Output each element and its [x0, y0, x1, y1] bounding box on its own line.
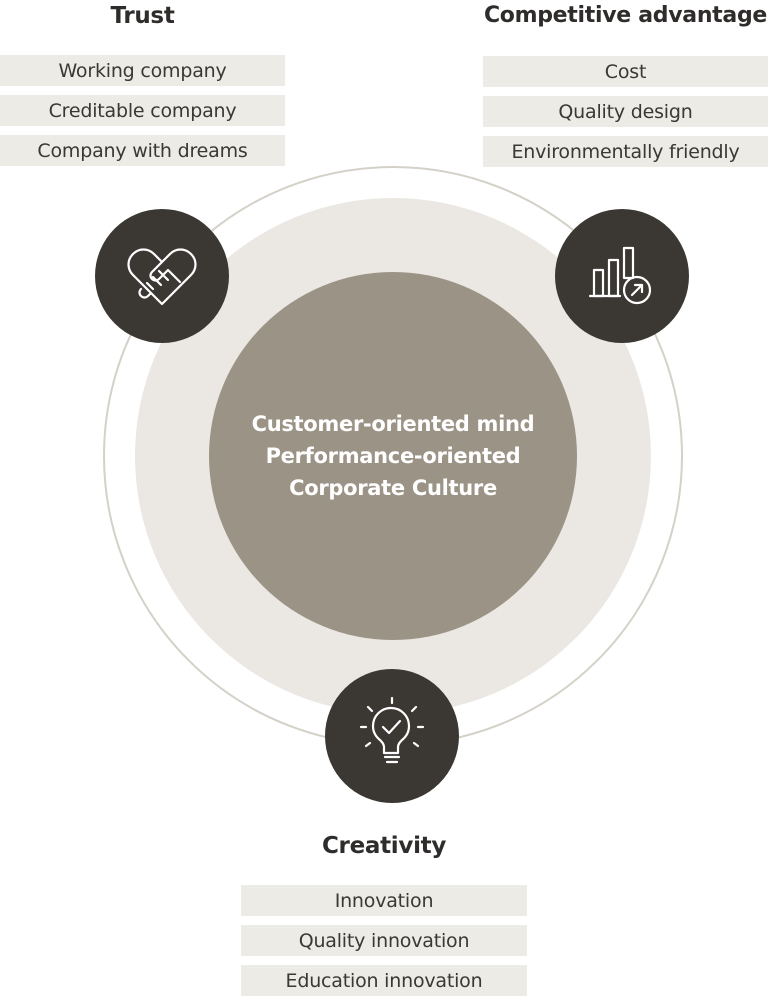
creativity-item: Quality innovation	[241, 925, 527, 956]
handshake-icon	[127, 248, 197, 306]
core-values-text: Customer-oriented mind Performance-orien…	[209, 272, 577, 640]
creativity-item: Education innovation	[241, 965, 527, 996]
competitive-advantage-items: Cost Quality design Environmentally frie…	[483, 56, 768, 167]
competitive-advantage-item: Environmentally friendly	[483, 136, 768, 167]
trust-item: Creditable company	[0, 95, 285, 126]
creativity-item: Innovation	[241, 885, 527, 916]
creativity-node	[325, 669, 459, 803]
lightbulb-check-icon	[359, 696, 425, 764]
creativity-heading: Creativity	[321, 833, 447, 859]
trust-item: Working company	[0, 55, 285, 86]
creativity-items: Innovation Quality innovation Education …	[241, 885, 527, 996]
trust-heading: Trust	[110, 3, 175, 29]
bar-chart-growth-icon	[588, 246, 652, 305]
trust-items: Working company Creditable company Compa…	[0, 55, 285, 166]
core-line-2: Performance-oriented	[265, 444, 521, 468]
competitive-advantage-item: Quality design	[483, 96, 768, 127]
core-line-1: Customer-oriented mind	[251, 412, 535, 436]
core-line-3: Corporate Culture	[289, 476, 497, 500]
competitive-advantage-heading: Competitive advantage	[483, 3, 768, 28]
competitive-advantage-item: Cost	[483, 56, 768, 87]
trust-item: Company with dreams	[0, 135, 285, 166]
